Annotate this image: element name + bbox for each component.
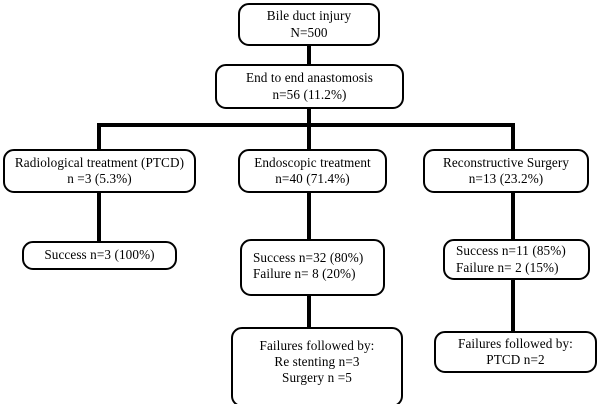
node-line: Re stenting n=3 bbox=[274, 354, 360, 370]
connector-anastomosis-to-branch bbox=[307, 108, 311, 150]
connector-radiological-to-outcome bbox=[97, 192, 101, 242]
node-line: Surgery n =5 bbox=[282, 370, 352, 386]
connector-branch-to-reconstructive bbox=[511, 123, 515, 150]
node-radiological-treatment[interactable]: Radiological treatment (PTCD) n =3 (5.3%… bbox=[3, 149, 196, 193]
node-line: n=13 (23.2%) bbox=[468, 171, 544, 186]
connector-root-to-anastomosis bbox=[307, 44, 311, 64]
node-line: n=40 (71.4%) bbox=[275, 171, 350, 186]
node-endoscopic-failures[interactable]: Failures followed by: Re stenting n=3 Su… bbox=[231, 327, 403, 404]
node-line: Failure n= 2 (15%) bbox=[456, 259, 559, 275]
node-bile-duct-injury[interactable]: Bile duct injury N=500 bbox=[238, 3, 380, 46]
node-line: n =3 (5.3%) bbox=[67, 171, 132, 186]
node-line: Success n=32 (80%) bbox=[253, 250, 364, 265]
node-reconstructive-outcome[interactable]: Success n=11 (85%) Failure n= 2 (15%) bbox=[443, 239, 590, 280]
node-radiological-outcome[interactable]: Success n=3 (100%) bbox=[22, 241, 177, 270]
node-line: Failure n= 8 (20%) bbox=[253, 266, 356, 282]
node-line: Success n=3 (100%) bbox=[44, 247, 155, 263]
node-line: PTCD n=2 bbox=[486, 352, 545, 367]
node-line: Reconstructive Surgery bbox=[442, 154, 570, 170]
connector-reconstructive-to-outcome bbox=[511, 192, 515, 240]
node-line: N=500 bbox=[290, 24, 328, 40]
node-end-to-end-anastomosis[interactable]: End to end anastomosis n=56 (11.2%) bbox=[215, 64, 404, 109]
node-line: Failures followed by: bbox=[458, 335, 573, 351]
node-line: n=56 (11.2%) bbox=[272, 86, 347, 102]
node-line: End to end anastomosis bbox=[245, 70, 374, 86]
node-line: Radiological treatment (PTCD) bbox=[14, 154, 185, 170]
connector-reconstructive-outcome-to-failures bbox=[511, 278, 515, 332]
node-line: Failures followed by: bbox=[259, 338, 375, 353]
connector-endoscopic-to-outcome bbox=[307, 192, 311, 240]
connector-branch-horizontal bbox=[97, 123, 515, 127]
connector-endoscopic-outcome-to-failures bbox=[307, 294, 311, 328]
node-line: Bile duct injury bbox=[266, 8, 352, 24]
node-endoscopic-treatment[interactable]: Endoscopic treatment n=40 (71.4%) bbox=[238, 149, 387, 193]
node-reconstructive-surgery[interactable]: Reconstructive Surgery n=13 (23.2%) bbox=[423, 149, 589, 193]
connector-branch-to-radiological bbox=[97, 123, 101, 150]
node-line: Endoscopic treatment bbox=[254, 154, 371, 170]
node-endoscopic-outcome[interactable]: Success n=32 (80%) Failure n= 8 (20%) bbox=[240, 239, 385, 296]
node-line: Success n=11 (85%) bbox=[456, 243, 566, 259]
node-reconstructive-failures[interactable]: Failures followed by: PTCD n=2 bbox=[434, 331, 597, 373]
